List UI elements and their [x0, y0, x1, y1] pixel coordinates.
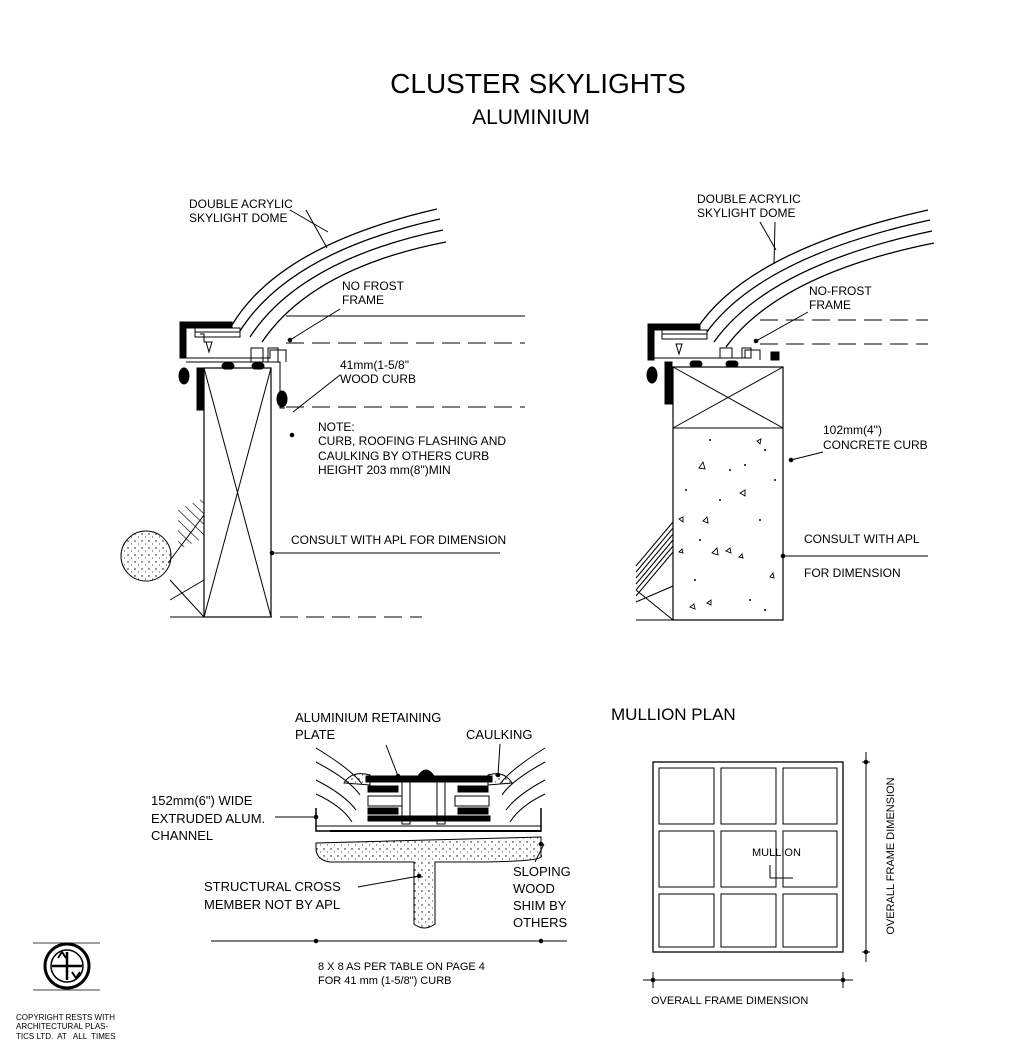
page-subtitle: ALUMINIUM: [472, 106, 590, 129]
note-label: CURB, ROOFING FLASHING AND: [318, 434, 506, 448]
frame-label: NO-FROST: [809, 284, 872, 298]
channel-label: 152mm(6") WIDE: [151, 793, 253, 808]
dimension-label-horizontal: OVERALL FRAME DIMENSION: [651, 995, 808, 1007]
consult-label: CONSULT WITH APL: [804, 532, 920, 546]
note-label: NOTE:: [318, 420, 355, 434]
dome-label: DOUBLE ACRYLIC: [189, 197, 293, 211]
channel-label: EXTRUDED ALUM.: [151, 811, 265, 826]
curb-label: 41mm(1-5/8": [340, 358, 409, 372]
note-label: HEIGHT 203 mm(8")MIN: [318, 463, 451, 477]
mullion-plan-grid: [643, 752, 870, 988]
curb-label: 102mm(4"): [823, 423, 882, 437]
copyright-text: COPYRIGHT RESTS WITH: [16, 1013, 115, 1022]
plate-label: ALUMINIUM RETAINING: [295, 710, 441, 725]
mullion-plan-title: MULLION PLAN: [611, 705, 736, 724]
shim-label: OTHERS: [513, 915, 568, 930]
channel-label: CHANNEL: [151, 828, 213, 843]
shim-label: SLOPING: [513, 864, 571, 879]
curb-label: WOOD CURB: [340, 372, 416, 386]
mullion-label: MULLION: [752, 847, 801, 859]
shim-label: SHIM BY: [513, 898, 567, 913]
copyright-text: ARCHITECTURAL PLAS-: [16, 1022, 109, 1031]
dome-label: SKYLIGHT DOME: [189, 211, 287, 225]
shim-label: WOOD: [513, 881, 555, 896]
copyright-text: TICS LTD. AT ALL TIMES: [16, 1032, 116, 1041]
consult-label: CONSULT WITH APL FOR DIMENSION: [291, 533, 506, 547]
table-note: 8 X 8 AS PER TABLE ON PAGE 4: [318, 961, 485, 973]
note-label: CAULKING BY OTHERS CURB: [318, 449, 489, 463]
apl-logo: [33, 942, 100, 991]
cross-member-label: STRUCTURAL CROSS: [204, 879, 341, 894]
dome-label: SKYLIGHT DOME: [697, 206, 795, 220]
curb-label: CONCRETE CURB: [823, 438, 928, 452]
mullion-section: [211, 743, 567, 944]
page-title: CLUSTER SKYLIGHTS: [390, 68, 686, 99]
consult-label: FOR DIMENSION: [804, 566, 901, 580]
plate-label: PLATE: [295, 727, 336, 742]
frame-label: FRAME: [809, 298, 851, 312]
frame-label: NO FROST: [342, 279, 405, 293]
cross-member-label: MEMBER NOT BY APL: [204, 897, 340, 912]
frame-label: FRAME: [342, 293, 384, 307]
dome-label: DOUBLE ACRYLIC: [697, 192, 801, 206]
table-note: FOR 41 mm (1-5/8") CURB: [318, 975, 451, 987]
wood-curb-section: [120, 208, 525, 618]
caulking-label: CAULKING: [466, 727, 532, 742]
dimension-label-vertical: OVERALL FRAME DIMENSION: [885, 777, 897, 934]
concrete-curb-section: [635, 209, 935, 621]
